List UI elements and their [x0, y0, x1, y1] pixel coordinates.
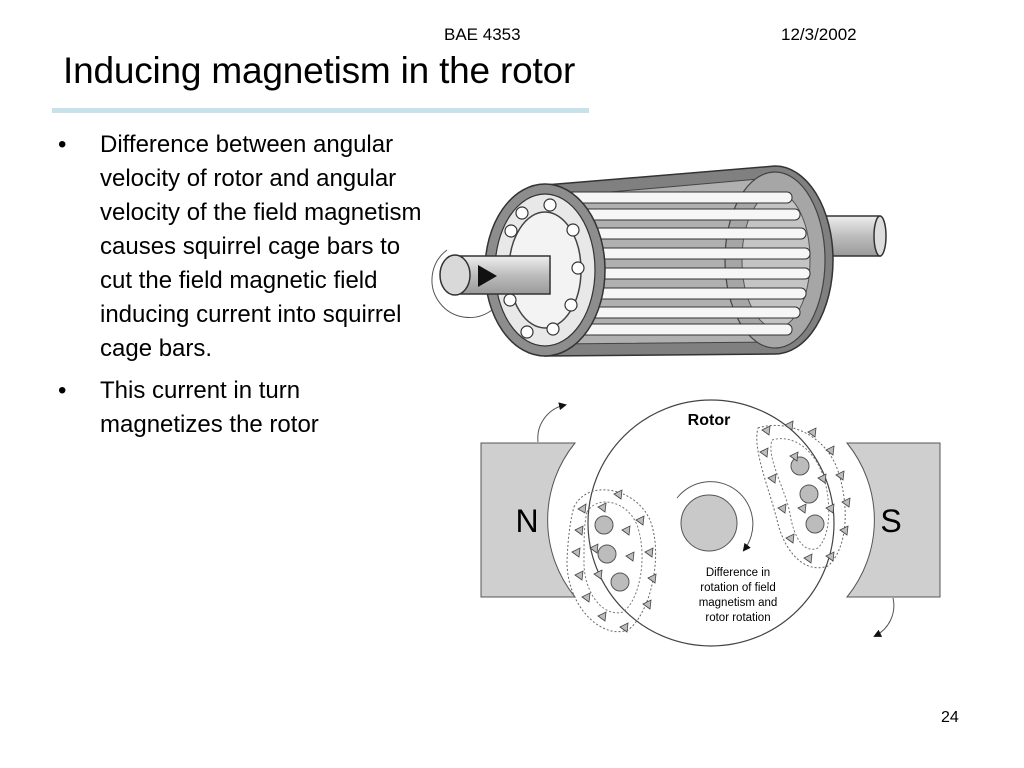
bullet-text: This current in turn magnetizes the roto… — [100, 377, 319, 438]
field-rotation-arrow-bottom-icon — [873, 597, 895, 637]
rotor-rotation-arrow-icon — [676, 481, 754, 552]
south-pole-label: S — [880, 503, 901, 539]
field-rotor-diagram: Rotor N S Difference in rotation of fiel… — [480, 399, 941, 647]
bullet-item: • Difference between angular velocity of… — [58, 128, 428, 366]
bullet-text: Difference between angular velocity of r… — [100, 131, 422, 362]
bullet-list: • Difference between angular velocity of… — [58, 128, 428, 450]
caption-line: rotor rotation — [705, 612, 770, 624]
field-rotation-arrow-top-icon — [537, 402, 567, 443]
title-underline — [52, 108, 589, 113]
shaft-rotation-arrow-icon — [431, 249, 497, 318]
rotor-shaft-left — [439, 254, 551, 296]
caption-line: magnetism and — [699, 597, 778, 609]
bullet-item: • This current in turn magnetizes the ro… — [58, 374, 428, 442]
page-number: 24 — [941, 709, 959, 726]
caption-line: Difference in — [706, 567, 770, 579]
rotor-center-shaft — [680, 494, 738, 552]
bullet-marker: • — [58, 131, 67, 158]
cage-bars — [559, 191, 811, 336]
slide-title: Inducing magnetism in the rotor — [63, 50, 576, 91]
squirrel-cage-illustration — [431, 165, 887, 357]
right-conductor-group — [756, 420, 851, 569]
north-pole-label: N — [515, 503, 538, 539]
south-pole-piece — [845, 442, 941, 598]
header-course: BAE 4353 — [444, 25, 521, 44]
rotor-label: Rotor — [688, 412, 731, 429]
bullet-marker: • — [58, 377, 67, 404]
left-conductor-group — [566, 489, 657, 633]
header-date: 12/3/2002 — [781, 25, 857, 44]
rotation-difference-caption: Difference in rotation of field magnetis… — [699, 567, 778, 624]
north-pole-piece — [480, 442, 577, 598]
caption-line: rotation of field — [700, 582, 775, 594]
